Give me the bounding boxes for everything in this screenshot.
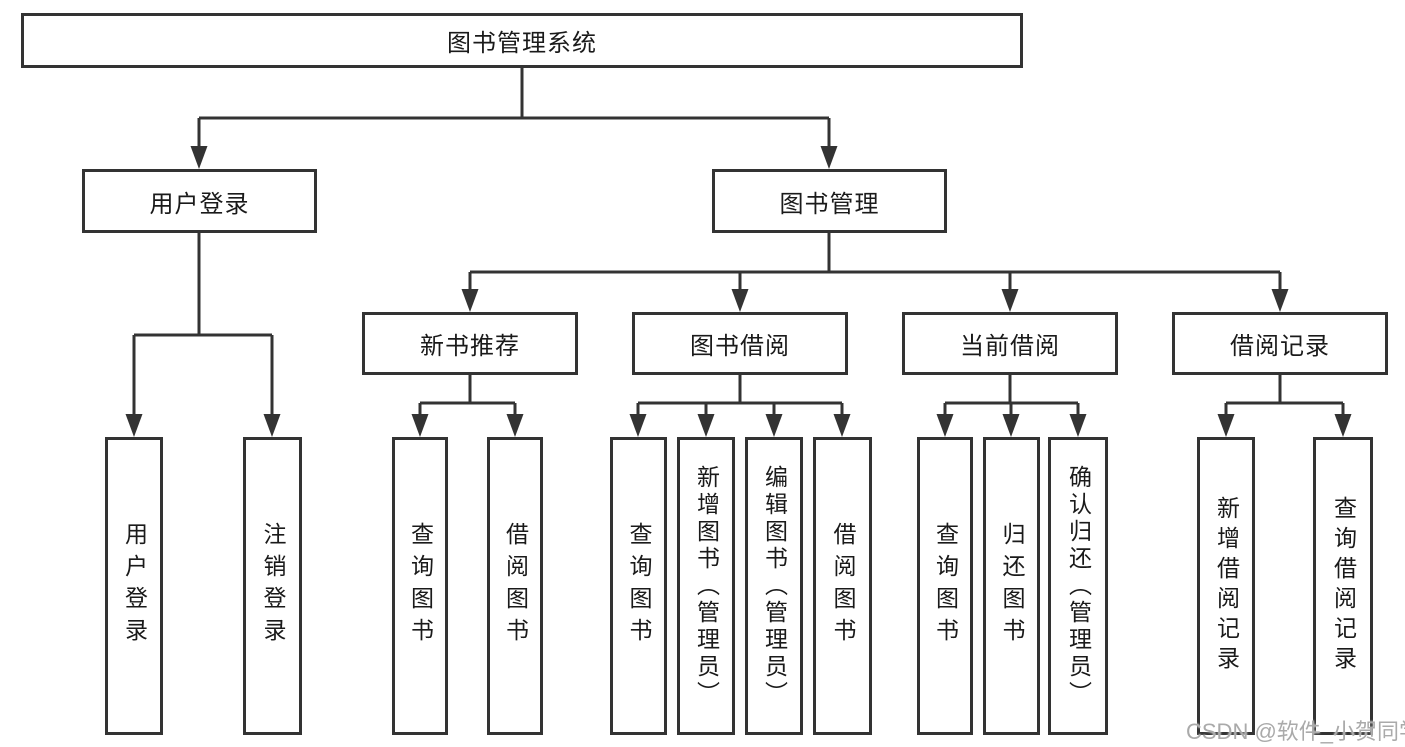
leaf-user-login: 用户登录 xyxy=(105,437,163,735)
leaf-add-borrow-record: 新增借阅记录 xyxy=(1197,437,1255,735)
leaf-query-books-borrow: 查询图书 xyxy=(610,437,667,735)
leaf-query-books-recommend: 查询图书 xyxy=(392,437,448,735)
leaf-borrow-books-recommend: 借阅图书 xyxy=(487,437,543,735)
node-borrow-records: 借阅记录 xyxy=(1172,312,1388,375)
leaf-add-books-admin: 新增图书（管理员） xyxy=(677,437,735,735)
node-book-borrow: 图书借阅 xyxy=(632,312,848,375)
leaf-edit-books-admin: 编辑图书（管理员） xyxy=(745,437,803,735)
leaf-logout: 注销登录 xyxy=(243,437,302,735)
leaf-query-borrow-record: 查询借阅记录 xyxy=(1313,437,1373,735)
node-new-book-recommend: 新书推荐 xyxy=(362,312,578,375)
node-current-borrow: 当前借阅 xyxy=(902,312,1118,375)
node-root-system: 图书管理系统 xyxy=(21,13,1023,68)
node-user-login: 用户登录 xyxy=(82,169,317,233)
leaf-confirm-return-admin: 确认归还（管理员） xyxy=(1048,437,1108,735)
csdn-watermark: CSDN @软件_小贺同学 xyxy=(1186,719,1405,744)
leaf-return-books: 归还图书 xyxy=(983,437,1040,735)
leaf-borrow-books: 借阅图书 xyxy=(813,437,872,735)
node-book-management: 图书管理 xyxy=(712,169,947,233)
leaf-query-books-current: 查询图书 xyxy=(917,437,973,735)
